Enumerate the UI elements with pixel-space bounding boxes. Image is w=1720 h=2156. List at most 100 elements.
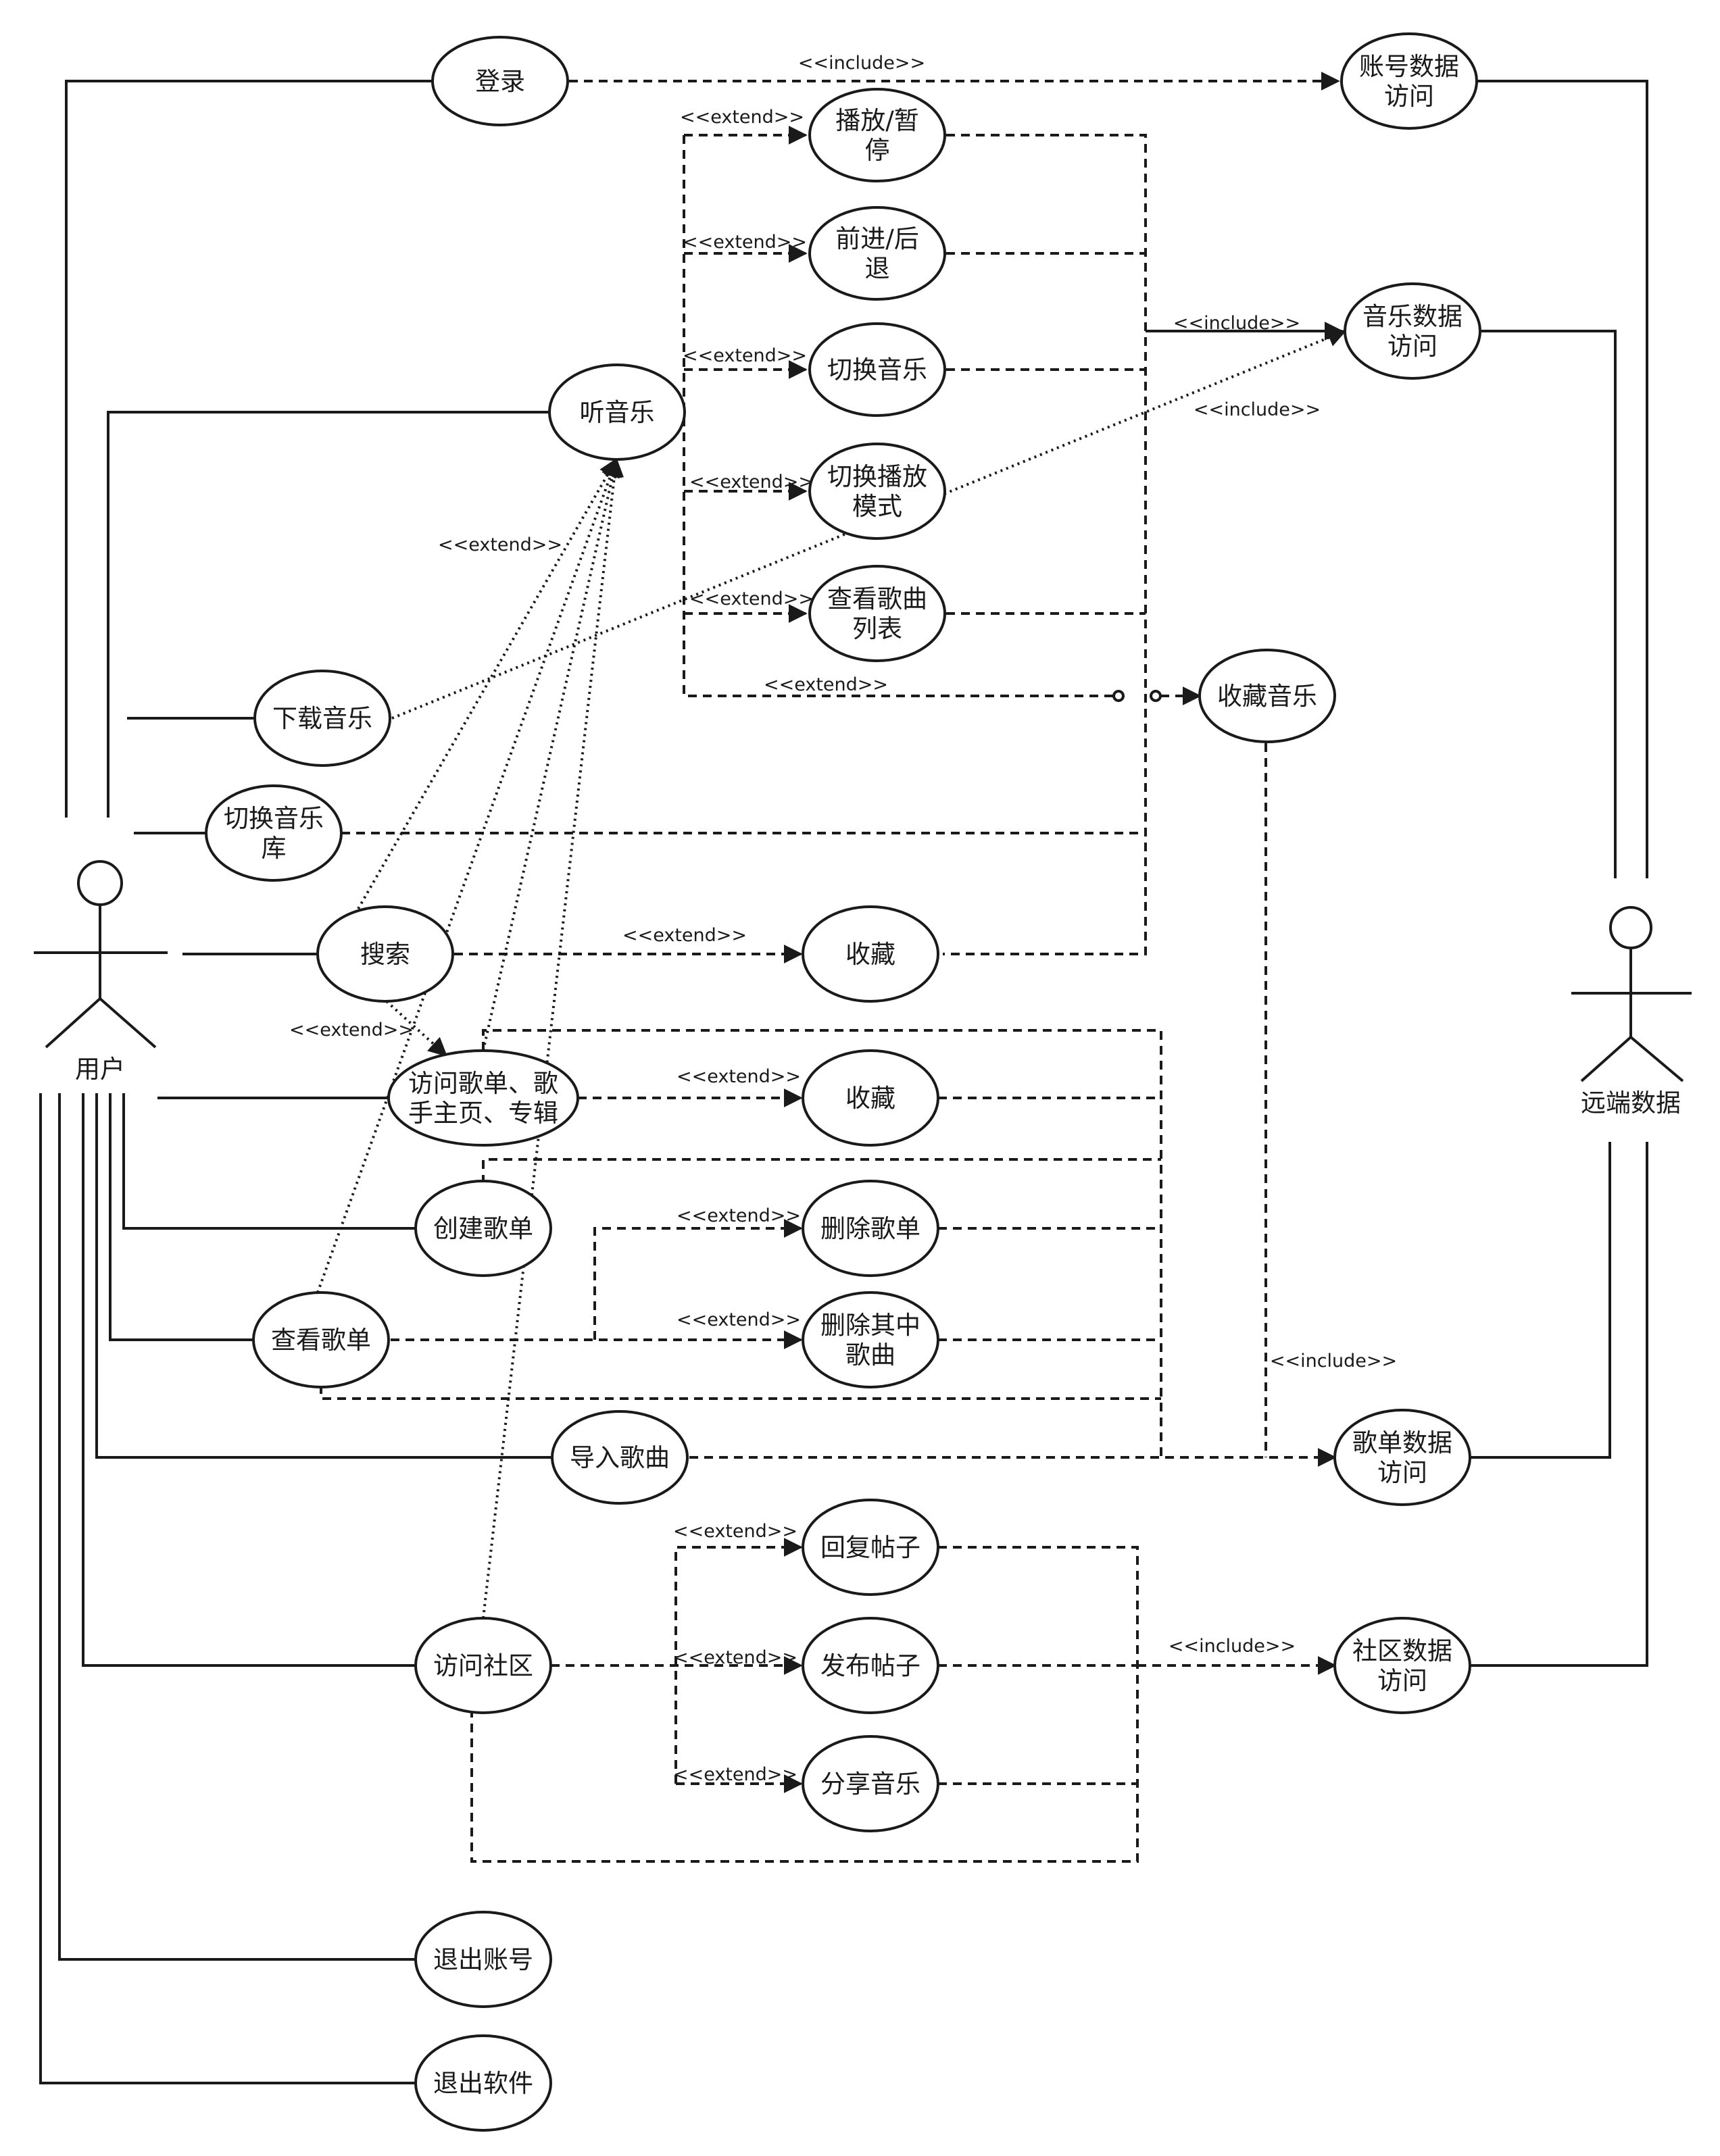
label-extend-listen: <<extend>> (438, 534, 562, 555)
use-case-collect-1-label-1: 收藏 (845, 940, 895, 969)
use-case-community-access-ellipse (1333, 1617, 1471, 1714)
use-case-visit-playlist-label-1: 访问歌单、歌 (408, 1069, 558, 1098)
use-case-login-label-1: 登录 (475, 67, 525, 96)
use-case-logout-label-1: 退出账号 (433, 1945, 533, 1974)
extend-view-playlist-listen (316, 457, 620, 1293)
actor-remote-leg-right (1629, 1036, 1684, 1082)
use-case-seek-label-2: 退 (865, 254, 890, 283)
use-case-login: 登录 (431, 36, 569, 126)
label-extend-search-visit: <<extend>> (289, 1020, 414, 1041)
use-case-switch-mode-label-1: 切换播放 (827, 462, 927, 491)
use-case-login-ellipse (431, 36, 569, 126)
label-extend-search-collect: <<extend>> (622, 925, 747, 946)
dashed-dependencies (320, 72, 1347, 1863)
use-case-community-access-label-1: 社区数据 (1352, 1636, 1452, 1665)
use-case-view-list-ellipse (808, 565, 946, 662)
extend-search-visit (385, 1000, 448, 1057)
use-case-listen-label-1: 听音乐 (580, 398, 655, 427)
extend-visit-listen (482, 457, 622, 1051)
use-case-search-label-1: 搜索 (360, 940, 410, 969)
use-case-collect-1: 收藏 (802, 905, 939, 1003)
label-extend-view-list: <<extend>> (689, 588, 814, 609)
use-case-listen-ellipse (548, 363, 686, 461)
use-case-share-music-label-1: 分享音乐 (820, 1770, 920, 1799)
use-case-collect-2-label-1: 收藏 (845, 1084, 895, 1113)
use-case-play-pause: 播放/暂停 (808, 88, 946, 182)
use-case-play-pause-label-2: 停 (865, 136, 890, 165)
playlist-bus-right (482, 1029, 1162, 1457)
use-case-create-playlist-ellipse (414, 1180, 552, 1277)
use-case-switch-music-label-1: 切换音乐 (827, 355, 927, 384)
assoc-user-create-playlist (122, 1093, 416, 1230)
use-case-view-list-label-2: 列表 (852, 614, 902, 643)
create-bus (482, 1158, 1161, 1184)
use-case-music-access-ellipse (1344, 282, 1481, 380)
actor-user-label: 用户 (75, 1055, 125, 1084)
use-case-exit-app: 退出软件 (414, 2034, 552, 2132)
label-extend-reply: <<extend>> (673, 1521, 797, 1542)
use-case-delete-song-label-2: 歌曲 (845, 1340, 895, 1370)
use-case-delete-song-label-1: 删除其中 (820, 1311, 920, 1340)
assoc-user-exit-app (39, 1093, 416, 2084)
label-include-download: <<include>> (1194, 399, 1321, 420)
use-case-delete-playlist-ellipse (802, 1180, 939, 1277)
use-case-switch-music-ellipse (808, 322, 946, 417)
label-include-music: <<include>> (1173, 313, 1300, 334)
view-playlist-bus (320, 1385, 1161, 1400)
actor-user: 用户 (34, 860, 168, 1084)
assoc-user-view-playlist (109, 1093, 253, 1341)
use-case-exit-app-label-1: 退出软件 (433, 2069, 533, 2098)
assoc-remote-music (1480, 330, 1617, 878)
actor-remote-label: 远端数据 (1581, 1088, 1681, 1118)
use-case-reply-post-label-1: 回复帖子 (820, 1533, 920, 1562)
use-case-share-music-ellipse (802, 1735, 939, 1832)
label-include-playlist: <<include>> (1270, 1351, 1397, 1372)
remote-associations (1470, 80, 1648, 1667)
use-case-download: 下载音乐 (253, 670, 391, 767)
use-case-playlist-access-label-1: 歌单数据 (1352, 1428, 1452, 1457)
assoc-user-logout (58, 1093, 416, 1961)
use-case-reply-post: 回复帖子 (802, 1499, 939, 1596)
include-download-music (391, 328, 1347, 720)
use-case-switch-library-label-2: 库 (262, 834, 287, 863)
use-cases: 登录账号数据访问播放/暂停前进/后退切换音乐切换播放模式查看歌曲列表听音乐音乐数… (205, 32, 1481, 2132)
actor-remote-head (1609, 906, 1652, 949)
use-case-collect-2: 收藏 (802, 1049, 939, 1147)
use-case-delete-song-ellipse (802, 1291, 939, 1388)
use-case-visit-community-label-1: 访问社区 (433, 1651, 533, 1680)
extend-search-listen (357, 457, 618, 909)
use-case-collect-music-label-1: 收藏音乐 (1217, 682, 1317, 711)
use-case-visit-playlist-label-2: 手主页、专辑 (408, 1099, 558, 1128)
actor-user-leg-right (99, 997, 157, 1049)
user-associations (39, 80, 551, 2084)
use-case-visit-community-ellipse (414, 1617, 552, 1714)
use-case-seek: 前进/后退 (808, 206, 946, 301)
use-case-switch-mode-ellipse (808, 443, 946, 540)
use-case-music-access-label-2: 访问 (1387, 332, 1438, 361)
relation-labels: <<include>> <<extend>> <<extend>> <<exte… (289, 53, 1397, 1785)
label-include-community: <<include>> (1169, 1636, 1296, 1657)
label-extend-switch-mode: <<extend>> (689, 472, 814, 493)
assoc-user-visit-community (82, 1093, 416, 1667)
use-case-visit-playlist-ellipse (387, 1049, 579, 1147)
label-include-login: <<include>> (798, 53, 925, 74)
use-case-community-access-label-2: 访问 (1377, 1666, 1427, 1695)
label-extend-switch-music: <<extend>> (683, 345, 807, 366)
use-case-seek-label-1: 前进/后 (835, 224, 918, 253)
use-case-collect-music-ellipse (1198, 649, 1336, 743)
use-case-view-playlist: 查看歌单 (252, 1291, 390, 1388)
use-case-publish-post: 发布帖子 (802, 1617, 939, 1714)
use-case-listen: 听音乐 (548, 363, 686, 461)
assoc-remote-community (1470, 1142, 1648, 1667)
label-extend-delete-song: <<extend>> (677, 1309, 801, 1330)
assoc-remote-playlist (1470, 1142, 1611, 1459)
actor-user-leg-left (45, 997, 101, 1049)
use-case-view-playlist-label-1: 查看歌单 (271, 1326, 371, 1355)
